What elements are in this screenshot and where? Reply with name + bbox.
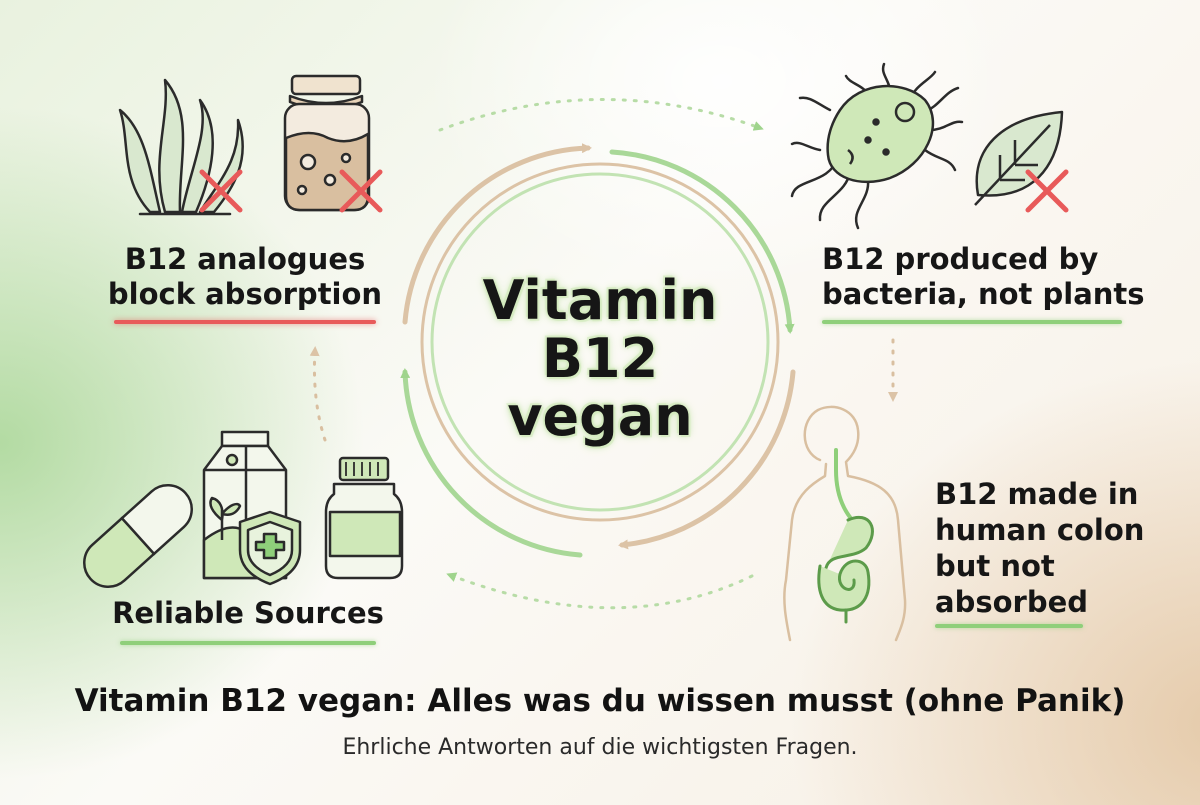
leaf-cross-icon bbox=[1025, 169, 1069, 213]
node-analogues-label: B12 analogues block absorption bbox=[90, 242, 400, 312]
node-sources-line1: Reliable Sources bbox=[112, 596, 384, 630]
seaweed-cross-icon bbox=[199, 169, 243, 213]
fermented-jar-icon bbox=[283, 74, 371, 212]
node-analogues-line1: B12 analogues bbox=[124, 242, 366, 276]
center-title-line1: Vitamin bbox=[482, 269, 718, 332]
node-colon-line1: B12 made in bbox=[935, 477, 1139, 511]
jar-cross-icon bbox=[339, 169, 383, 213]
center-title: Vitamin B12 vegan bbox=[440, 272, 760, 446]
dotted-connectors bbox=[309, 98, 898, 610]
node-bacteria-label: B12 produced by bacteria, not plants bbox=[822, 242, 1162, 312]
center-title-line3: vegan bbox=[507, 385, 693, 448]
node-bacteria-line2: bacteria, not plants bbox=[822, 277, 1145, 311]
node-colon-line4: absorbed bbox=[935, 585, 1089, 619]
leaf-icon bbox=[974, 110, 1064, 206]
shield-plus-icon bbox=[238, 510, 302, 586]
subtitle: Ehrliche Antworten auf die wichtigsten F… bbox=[342, 735, 858, 760]
bacteria-body bbox=[826, 84, 935, 184]
node-bacteria-line1: B12 produced by bbox=[822, 242, 1099, 276]
center-title-line2: B12 bbox=[541, 327, 659, 390]
human-digestive-icon bbox=[783, 405, 907, 642]
seaweed-icon bbox=[118, 78, 244, 216]
capsule-icon bbox=[83, 484, 193, 588]
node-bacteria-underline bbox=[822, 320, 1122, 324]
node-analogues-line2: block absorption bbox=[107, 277, 383, 311]
node-colon-line2: human colon bbox=[935, 513, 1145, 547]
supplement-bottle-icon bbox=[324, 456, 404, 580]
cycle-ring bbox=[400, 143, 796, 558]
node-sources-underline bbox=[120, 641, 376, 645]
node-analogues-underline bbox=[114, 320, 376, 324]
node-colon-label: B12 made in human colon but not absorbed bbox=[935, 476, 1175, 620]
node-colon-underline bbox=[935, 624, 1083, 628]
node-colon-line3: but not bbox=[935, 549, 1055, 583]
node-sources-label: Reliable Sources bbox=[100, 596, 396, 631]
main-title: Vitamin B12 vegan: Alles was du wissen m… bbox=[74, 683, 1126, 719]
